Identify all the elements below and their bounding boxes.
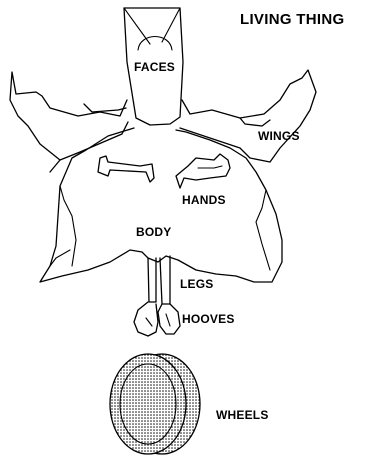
body-outline	[40, 128, 282, 282]
hands-label: HANDS	[182, 194, 226, 206]
faces-label: FACES	[134, 61, 175, 73]
wings-label: WINGS	[258, 130, 300, 142]
wheels	[110, 354, 200, 454]
body-label: BODY	[136, 226, 171, 238]
left-wing	[10, 72, 128, 172]
hooves	[134, 302, 180, 336]
diagram-title: LIVING THING	[240, 12, 344, 27]
legs	[148, 256, 170, 304]
legs-label: LEGS	[180, 278, 213, 290]
right-hand	[176, 154, 230, 188]
hooves-label: HOOVES	[182, 313, 235, 325]
wheels-label: WHEELS	[216, 409, 269, 421]
right-wing	[180, 70, 316, 162]
left-hand	[98, 156, 154, 182]
